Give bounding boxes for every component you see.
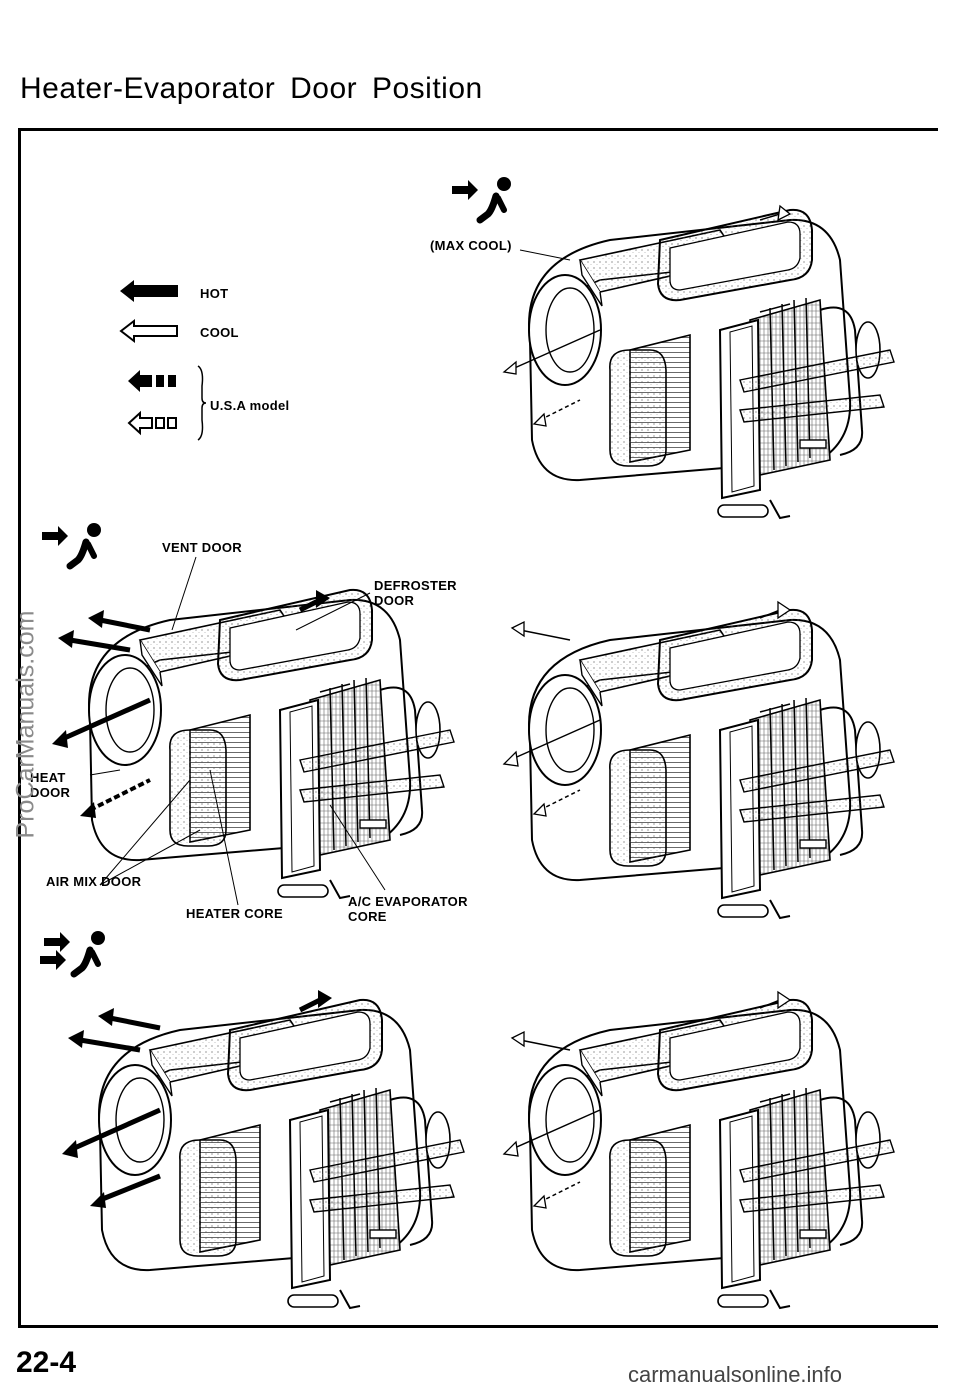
person-airflow-icon bbox=[42, 523, 101, 570]
legend-hot-label: HOT bbox=[200, 286, 229, 301]
diagram-middle-right bbox=[502, 600, 895, 919]
evaporator-core-label: A/C EVAPORATOR CORE bbox=[348, 894, 468, 924]
cool-arrow-icon bbox=[119, 318, 178, 344]
footer-text: carmanualsonline.info bbox=[628, 1362, 843, 1387]
heat-door-label: HEAT DOOR bbox=[30, 770, 71, 800]
legend-usa-label: U.S.A model bbox=[210, 398, 290, 413]
diagram-labeled bbox=[52, 588, 455, 899]
hot-usa-arrow-icon bbox=[128, 370, 176, 392]
legend-cool-label: COOL bbox=[200, 325, 239, 340]
watermark: ProCarManuals.com bbox=[11, 610, 40, 839]
figure-frame bbox=[18, 128, 938, 1328]
max-cool-label: (MAX COOL) bbox=[430, 238, 512, 253]
heater-core-label: HEATER CORE bbox=[186, 906, 283, 921]
page-title: Heater-Evaporator Door Position bbox=[20, 72, 483, 105]
hot-arrow-icon bbox=[120, 280, 178, 302]
person-airflow-icon bbox=[452, 177, 511, 224]
vent-door-label: VENT DOOR bbox=[162, 540, 242, 555]
diagram-max-cool bbox=[502, 204, 895, 520]
page-number: 22-4 bbox=[16, 1346, 77, 1379]
legend-bracket-icon bbox=[197, 365, 207, 441]
air-mix-door-label: AIR MIX DOOR bbox=[46, 874, 142, 889]
diagram-bottom-left bbox=[62, 990, 465, 1309]
defroster-door-label: DEFROSTER DOOR bbox=[374, 578, 457, 608]
cool-usa-arrow-icon bbox=[127, 410, 177, 436]
figure-frame-left-border bbox=[18, 128, 21, 1328]
person-airflow-double-icon bbox=[40, 931, 105, 978]
diagram-bottom-right bbox=[502, 990, 895, 1309]
